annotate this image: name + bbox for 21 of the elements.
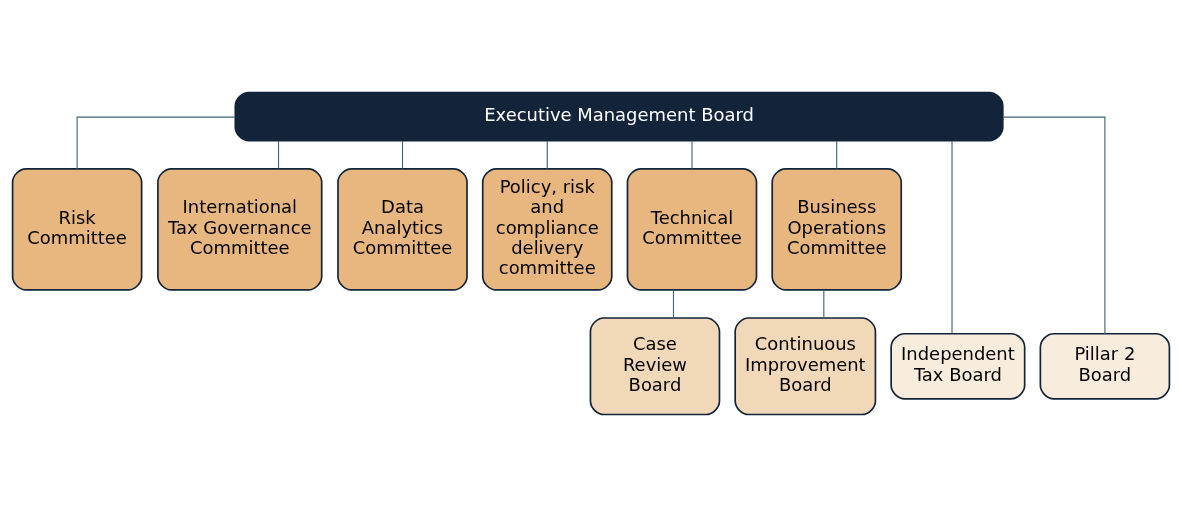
node-box: Policy, risk and compliance delivery committee [481, 167, 613, 291]
node-box: International Tax Governance Committee [157, 167, 323, 291]
node-box: Executive Management Board [234, 91, 1004, 142]
connector [836, 140, 838, 169]
node-box: Business Operations Committee [771, 167, 903, 291]
connector [823, 289, 825, 318]
node-box: Continuous Improvement Board [734, 316, 877, 415]
connector [951, 139, 953, 334]
node-box: Risk Committee [11, 167, 143, 291]
connector [1002, 116, 1106, 334]
connector [546, 140, 548, 169]
node-box: Pillar 2 Board [1039, 332, 1171, 400]
connector [277, 140, 280, 169]
connector [401, 140, 404, 169]
node-box: Independent Tax Board [890, 332, 1026, 400]
node-box: Technical Committee [626, 167, 758, 291]
node-box: Case Review Board [589, 316, 721, 415]
connector [76, 116, 236, 169]
connector [672, 289, 675, 318]
node-box: Data Analytics Committee [337, 167, 468, 291]
connector [691, 140, 693, 169]
